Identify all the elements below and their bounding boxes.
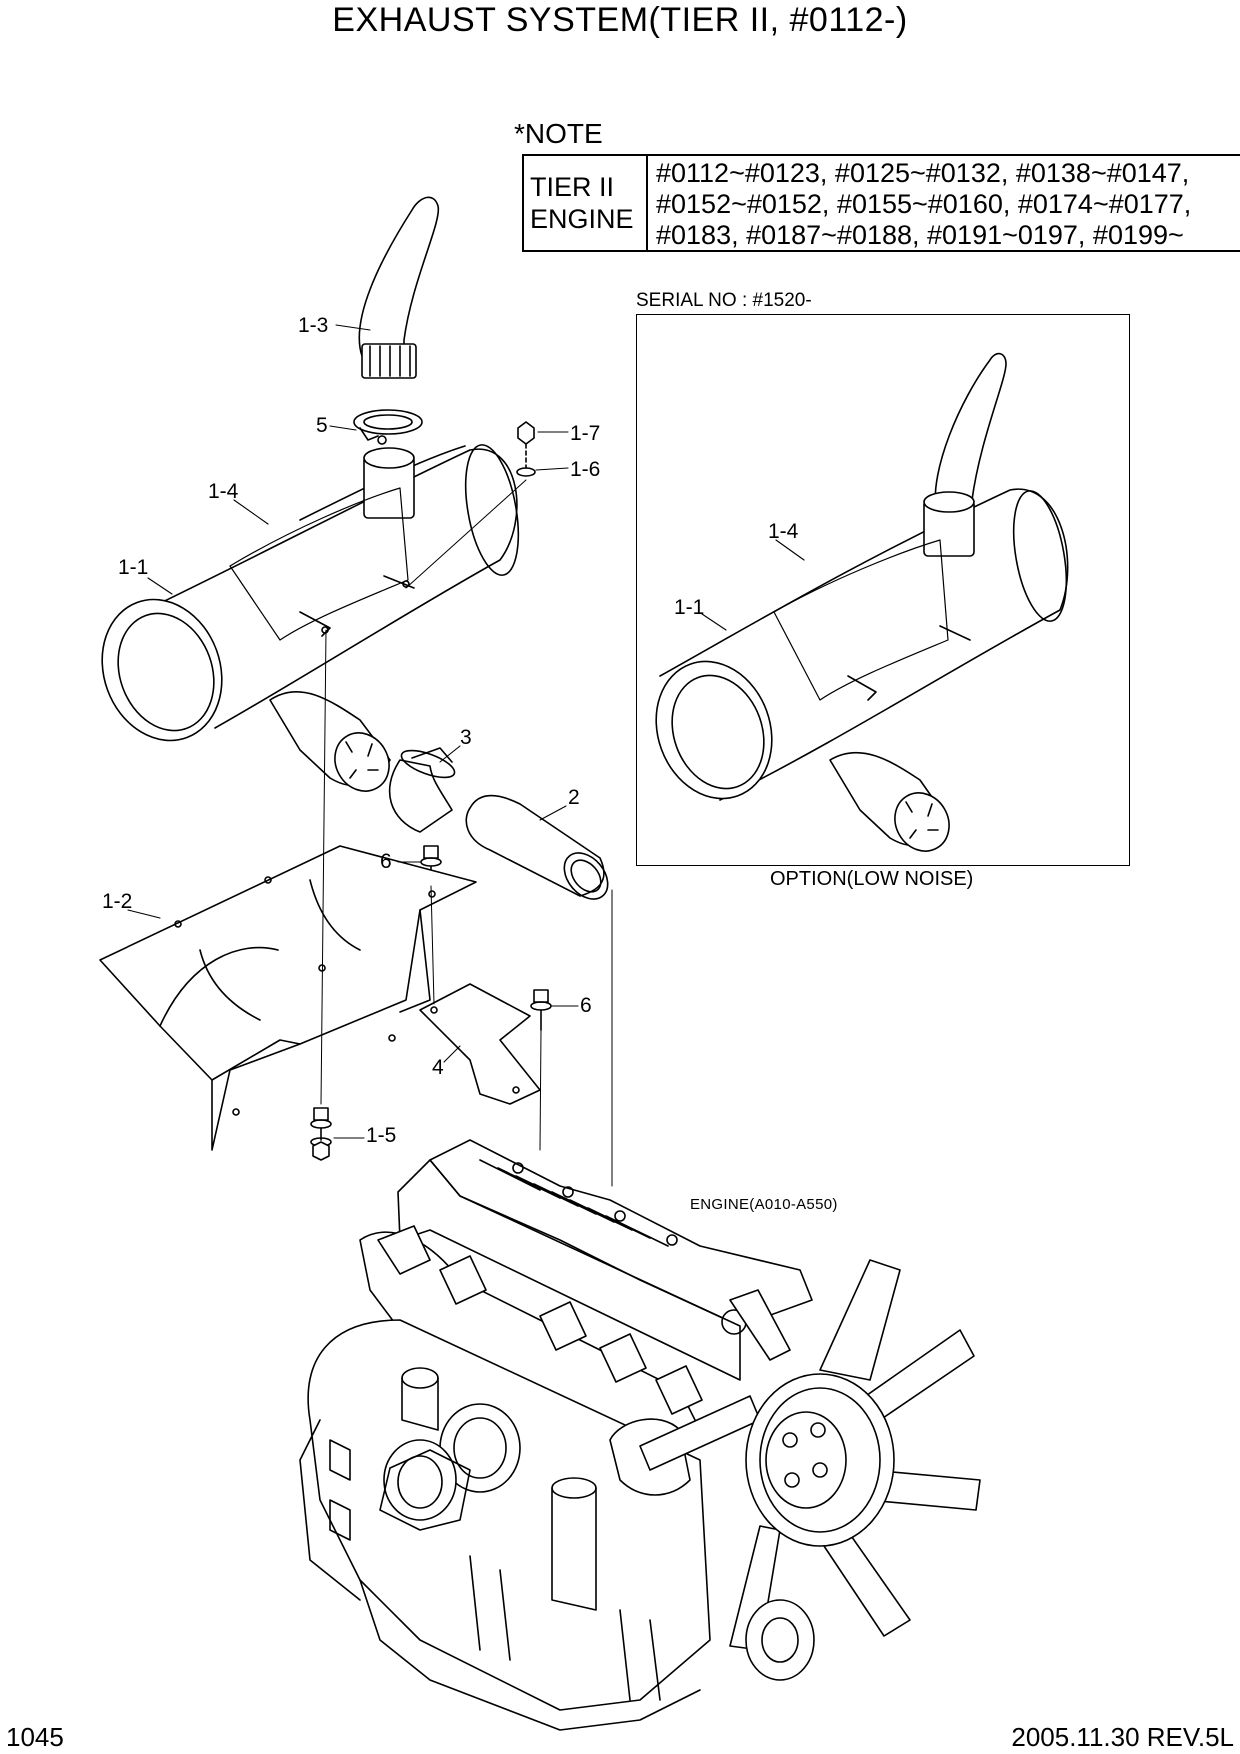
band-1-4 bbox=[229, 487, 415, 641]
callout-1-2: 1-2 bbox=[102, 890, 133, 913]
note-serial-line: #0112~#0123, #0125~#0132, #0138~#0147, bbox=[656, 158, 1190, 188]
note-table: TIER II ENGINE #0112~#0123, #0125~#0132,… bbox=[522, 154, 1240, 252]
callout-2: 2 bbox=[568, 786, 580, 809]
note-serial-line: #0152~#0152, #0155~#0160, #0174~#0177, bbox=[656, 189, 1192, 219]
option-box bbox=[636, 314, 1130, 866]
bracket-4 bbox=[419, 983, 541, 1105]
callout-1-5: 1-5 bbox=[366, 1124, 397, 1147]
callout-6: 6 bbox=[380, 850, 392, 873]
note-label: *NOTE bbox=[514, 118, 603, 149]
option-muffler bbox=[655, 352, 1069, 852]
callout-1-3: 1-3 bbox=[298, 314, 329, 337]
washer-1-6 bbox=[516, 467, 536, 477]
tail-pipe-1-3 bbox=[358, 196, 440, 379]
engine bbox=[299, 1139, 981, 1731]
note-serials-cell: #0112~#0123, #0125~#0132, #0138~#0147, #… bbox=[648, 156, 1240, 250]
option-callout-1-4: 1-4 bbox=[768, 520, 799, 543]
bracket-1-2 bbox=[99, 845, 477, 1151]
clamp-5 bbox=[353, 409, 423, 445]
note-serial-line: #0183, #0187~#0188, #0191~0197, #0199~ bbox=[656, 220, 1184, 250]
callout-1-6: 1-6 bbox=[570, 458, 601, 481]
callout-3: 3 bbox=[460, 726, 472, 749]
callout-1-1: 1-1 bbox=[118, 556, 149, 579]
note-tier-text: TIER II bbox=[530, 172, 615, 202]
callout-1-7: 1-7 bbox=[570, 422, 601, 445]
bolt-1-5 bbox=[310, 1107, 332, 1161]
note-engine-cell: TIER II ENGINE bbox=[524, 156, 648, 250]
revision-date: 2005.11.30 REV.5L bbox=[1011, 1722, 1234, 1752]
engine-label: ENGINE(A010-A550) bbox=[690, 1196, 838, 1213]
callout-6: 6 bbox=[580, 994, 592, 1017]
bolt-6b bbox=[530, 989, 552, 1031]
clamp-3 bbox=[388, 747, 456, 833]
page-title: EXHAUST SYSTEM(TIER II, #0112-) bbox=[332, 1, 908, 39]
page-number: 1045 bbox=[6, 1722, 64, 1752]
muffler-1-1 bbox=[101, 444, 520, 792]
pipe-2 bbox=[465, 794, 609, 900]
assembly-lines bbox=[320, 479, 613, 1187]
callout-1-4: 1-4 bbox=[208, 480, 239, 503]
note-engine-text: ENGINE bbox=[530, 204, 634, 234]
option-serial-label: SERIAL NO : #1520- bbox=[636, 290, 812, 311]
option-caption: OPTION(LOW NOISE) bbox=[770, 868, 974, 890]
nut-1-7 bbox=[517, 421, 535, 445]
leader-lines bbox=[127, 324, 579, 1139]
option-callout-1-1: 1-1 bbox=[674, 596, 705, 619]
callout-4: 4 bbox=[432, 1056, 444, 1079]
callout-5: 5 bbox=[316, 414, 328, 437]
